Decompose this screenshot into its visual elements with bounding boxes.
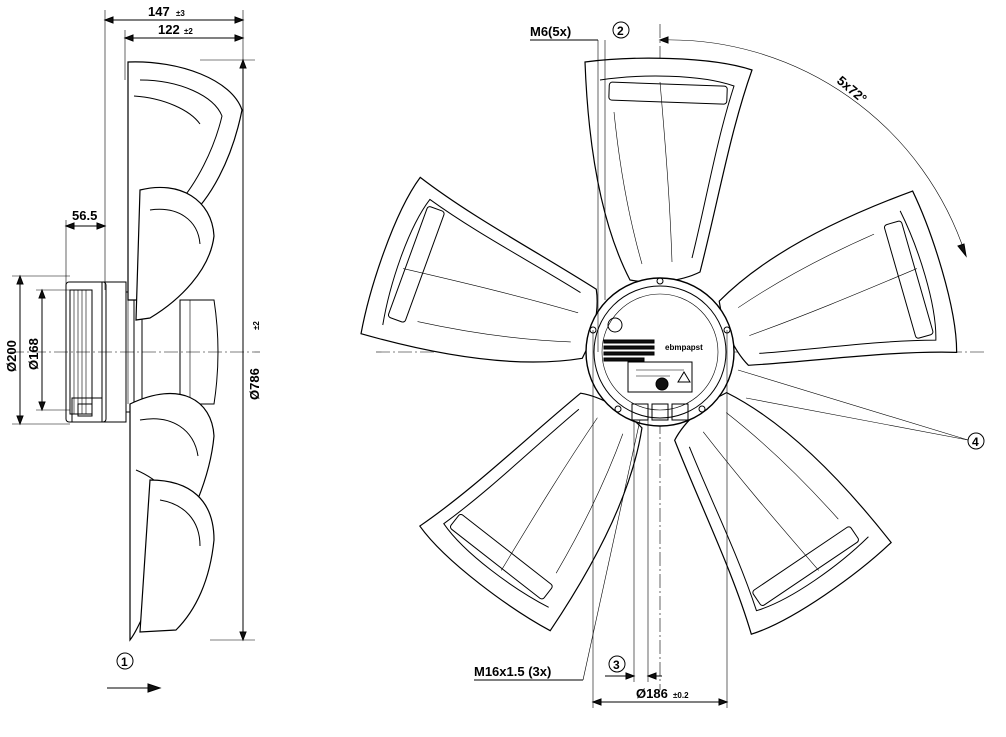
blade-depth-label: 122: [158, 22, 180, 37]
front-view: ebmpapst M6(5x) 2 5x72° 4 M16x1.5 (3x): [360, 21, 985, 708]
thread-holes-label: M6(5x): [530, 24, 571, 39]
bolt-circle-label: Ø186: [636, 686, 668, 701]
blade-2: [718, 190, 958, 366]
blade-depth-tolerance: ±2: [184, 27, 193, 36]
blade-3: [674, 391, 892, 635]
blade-angle-label: 5x72°: [834, 73, 870, 106]
blade-5: [360, 176, 598, 363]
cable-gland-label: M16x1.5 (3x): [474, 664, 551, 679]
blade-angle-arc: [659, 39, 967, 257]
marker-2-label: 2: [617, 24, 624, 38]
marker-3-label: 3: [613, 658, 620, 672]
outer-diameter-tolerance: ±2: [252, 321, 261, 330]
overall-depth-label: 147: [148, 4, 170, 19]
bolt-circle-tolerance: ±0.2: [673, 691, 689, 700]
airflow-marker-circle: [116, 652, 134, 670]
cable-gland-leader: [582, 419, 641, 681]
balancing-leader-1: [737, 369, 969, 441]
hub-plug: [607, 317, 623, 333]
hub: ebmpapst: [585, 277, 735, 427]
blade-4: [418, 392, 643, 632]
hub-dome: [179, 299, 219, 405]
airflow-marker-label: 1: [121, 655, 128, 669]
brand-label: ebmpapst: [665, 343, 703, 352]
overall-depth-tolerance: ±3: [176, 9, 185, 18]
marker-2-circle: [612, 21, 630, 39]
motor-offset-label: 56.5: [72, 208, 97, 223]
front-blades: [360, 57, 958, 635]
blade-1: [584, 57, 753, 283]
marker-3-circle: [608, 655, 626, 673]
side-blades: [127, 61, 243, 642]
outer-diameter-label: Ø786: [247, 368, 262, 400]
flange-diameter-label: Ø200: [4, 340, 19, 372]
side-view: 147 ±3 122 ±2 56.5 Ø786 ±2 Ø200: [4, 4, 262, 693]
motor-body: [65, 281, 143, 423]
marker-4-label: 4: [972, 435, 979, 449]
rotor-diameter-label: Ø168: [26, 338, 41, 370]
marker-4-circle: [967, 432, 985, 450]
balancing-leader-2: [745, 397, 969, 441]
